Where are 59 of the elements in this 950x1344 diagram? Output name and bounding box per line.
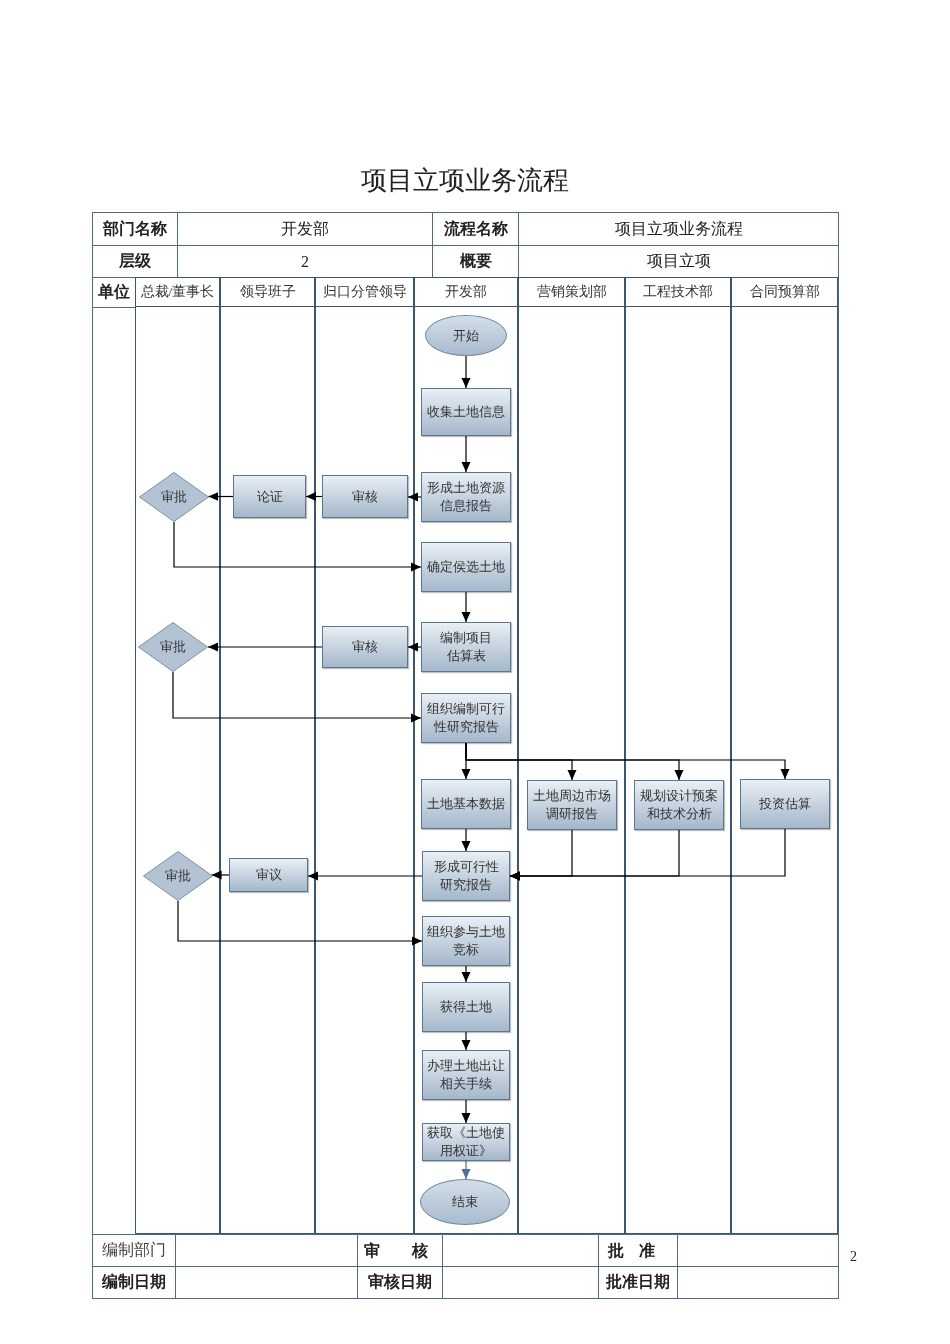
arrow	[305, 492, 323, 501]
arrow	[407, 492, 422, 502]
process-box: 获得土地	[422, 982, 510, 1032]
process-box: 办理土地出让相关手续	[422, 1050, 510, 1100]
lane-heading: 开发部	[415, 278, 517, 307]
swimlane	[518, 277, 625, 1234]
process-box: 获取《土地使用权证》	[422, 1123, 510, 1161]
arrow	[461, 1031, 471, 1051]
arrow	[172, 671, 422, 723]
process-box: 投资估算	[740, 779, 830, 829]
process-box: 土地基本数据	[421, 779, 511, 829]
arrow	[173, 521, 422, 572]
process-box: 土地周边市场调研报告	[527, 780, 617, 830]
arrow	[177, 900, 423, 946]
lane-heading: 领导班子	[221, 278, 314, 307]
process-box: 形成土地资源信息报告	[421, 472, 511, 522]
arrow	[407, 642, 422, 652]
arrow	[211, 870, 230, 880]
arrow	[509, 828, 786, 881]
decision-diamond: 审批	[139, 472, 209, 522]
lane-heading: 工程技术部	[626, 278, 730, 307]
terminal-ellipse: 开始	[425, 315, 507, 356]
arrow	[461, 1160, 471, 1180]
process-box: 组织参与土地竞标	[422, 916, 510, 966]
lane-heading: 归口分管领导	[316, 278, 413, 307]
process-box: 审议	[229, 858, 308, 892]
page-number: 2	[850, 1248, 857, 1266]
process-box: 规划设计预案和技术分析	[634, 780, 724, 830]
arrow	[461, 965, 471, 983]
process-box: 审核	[322, 626, 408, 668]
swimlane	[220, 277, 315, 1234]
arrow	[207, 642, 323, 652]
process-box: 编制项目估算表	[421, 622, 511, 672]
page-title: 项目立项业务流程	[361, 165, 569, 197]
process-box: 收集土地信息	[421, 388, 511, 436]
terminal-ellipse: 结束	[420, 1179, 510, 1225]
swimlane	[135, 277, 220, 1234]
arrow	[461, 828, 471, 852]
process-box: 确定侯选土地	[421, 542, 511, 592]
arrow	[207, 492, 234, 501]
lane-heading: 总裁/董事长	[136, 278, 219, 307]
lane-heading: 合同预算部	[732, 278, 837, 307]
process-box: 形成可行性研究报告	[422, 851, 510, 901]
arrow	[461, 591, 471, 623]
arrow	[307, 871, 423, 881]
arrow	[461, 355, 471, 389]
process-box: 论证	[233, 475, 306, 518]
decision-diamond: 审批	[138, 622, 208, 672]
swimlane	[625, 277, 731, 1234]
swimlane	[414, 277, 518, 1234]
swimlane	[315, 277, 414, 1234]
arrow	[465, 742, 790, 780]
process-box: 审核	[322, 475, 408, 518]
swimlane	[731, 277, 838, 1234]
arrow	[461, 435, 471, 473]
lane-heading: 营销策划部	[519, 278, 624, 307]
arrow	[461, 1099, 471, 1124]
decision-diamond: 审批	[143, 851, 213, 901]
process-box: 组织编制可行性研究报告	[421, 693, 511, 743]
